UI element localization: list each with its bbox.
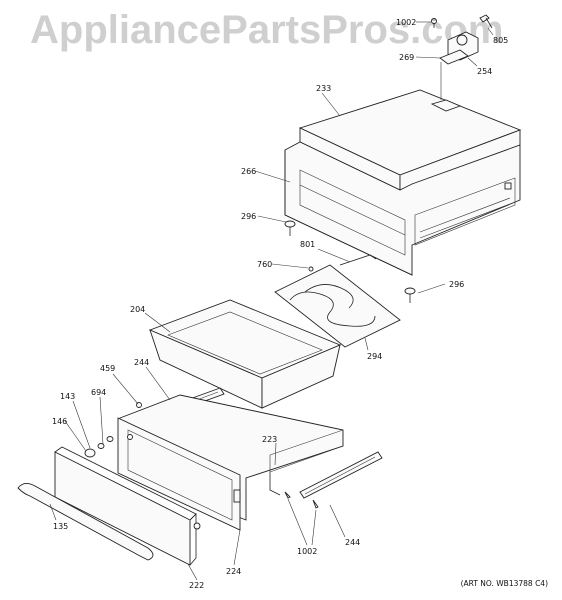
screw-296-right bbox=[404, 287, 416, 303]
watermark-text: AppliancePartsPros.com bbox=[30, 8, 504, 52]
handle-135 bbox=[17, 483, 154, 561]
art-number: (ART NO. WB13788 C4) bbox=[460, 579, 548, 588]
cover-plate-233 bbox=[298, 62, 522, 191]
label-224: 224 bbox=[226, 567, 241, 576]
inner-panel-224 bbox=[117, 417, 241, 531]
slide-rail-244-right bbox=[299, 451, 383, 499]
label-233: 233 bbox=[316, 84, 331, 93]
label-244-left: 244 bbox=[134, 358, 149, 367]
label-204: 204 bbox=[130, 305, 145, 314]
label-296-right: 296 bbox=[449, 280, 464, 289]
label-296-left: 296 bbox=[241, 212, 256, 221]
label-146: 146 bbox=[52, 417, 67, 426]
label-143: 143 bbox=[60, 392, 75, 401]
screw-296-left bbox=[284, 220, 296, 236]
label-1002-bottom: 1002 bbox=[297, 547, 317, 556]
heater-plate-294 bbox=[274, 254, 401, 348]
label-1002-top: 1002 bbox=[396, 18, 416, 27]
leader-lines bbox=[49, 21, 494, 581]
label-459: 459 bbox=[100, 364, 115, 373]
label-269: 269 bbox=[399, 53, 414, 62]
top-hardware bbox=[431, 14, 493, 65]
label-222: 222 bbox=[189, 581, 204, 590]
small-parts bbox=[84, 402, 319, 509]
label-801: 801 bbox=[300, 240, 315, 249]
label-294: 294 bbox=[367, 352, 382, 361]
label-694: 694 bbox=[91, 388, 106, 397]
label-254: 254 bbox=[477, 67, 492, 76]
label-805: 805 bbox=[493, 36, 508, 45]
label-135: 135 bbox=[53, 522, 68, 531]
label-223: 223 bbox=[262, 435, 277, 444]
label-244-right: 244 bbox=[345, 538, 360, 547]
drawer-pan-204 bbox=[148, 299, 342, 409]
label-266: 266 bbox=[241, 167, 256, 176]
part-labels: 1002 805 269 254 233 266 296 801 760 296… bbox=[52, 18, 508, 590]
label-760: 760 bbox=[257, 260, 272, 269]
front-panel-222 bbox=[54, 446, 201, 566]
